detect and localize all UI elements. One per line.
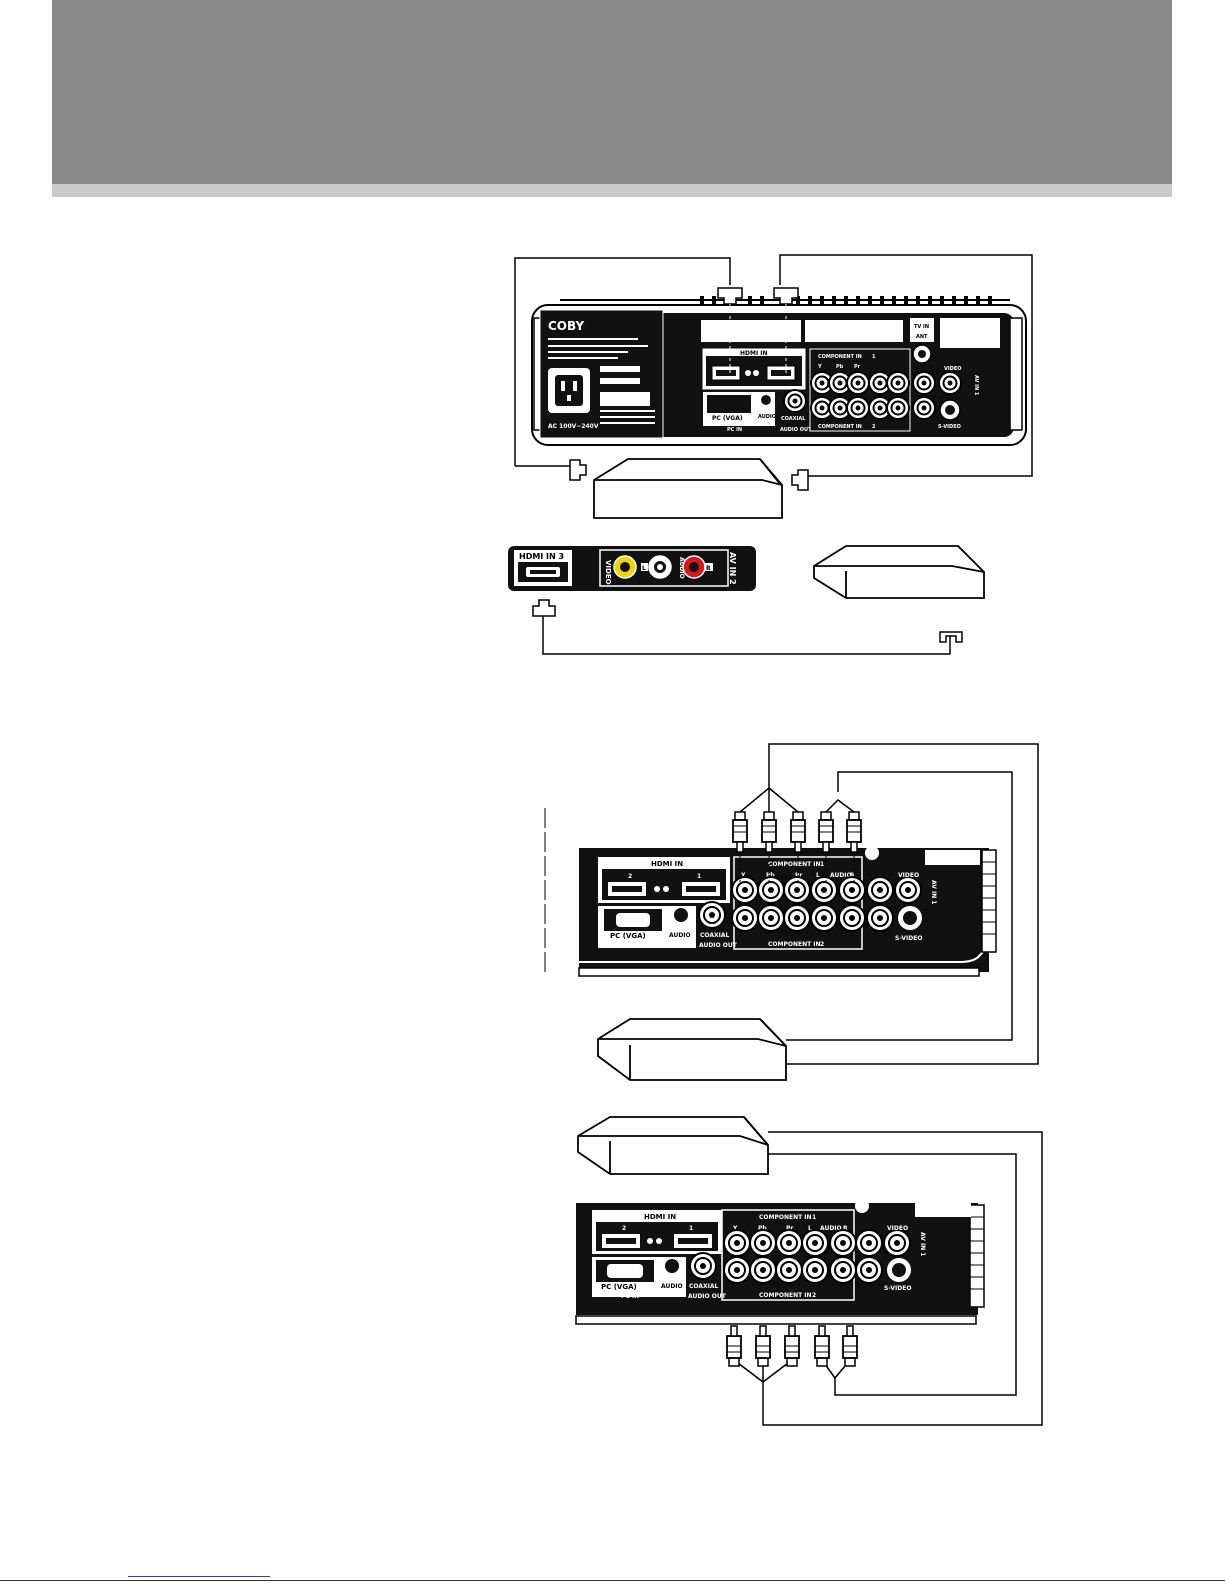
bot-av-in-1-label: AV IN 1 bbox=[919, 1232, 926, 1257]
mid-hdmi-1-label: 1 bbox=[697, 873, 701, 880]
header-strip bbox=[52, 184, 1172, 197]
mid-audio-label: AUDIO bbox=[669, 932, 691, 939]
av-in-2-label: AV IN 2 bbox=[728, 552, 737, 585]
hdmi-in-label: HDMI IN bbox=[740, 350, 768, 357]
bot-hdmi-1-label: 1 bbox=[689, 1225, 693, 1232]
bot-video-label: VIDEO bbox=[887, 1225, 908, 1232]
bot-cable-plugs bbox=[726, 1325, 858, 1367]
mid-hdmi-2-label: 2 bbox=[628, 873, 632, 880]
bot-audio-comp-label: AUDIO bbox=[820, 1225, 842, 1232]
pc-audio-port bbox=[761, 395, 771, 405]
pc-in-label: PC IN bbox=[727, 427, 742, 433]
mid-component-in-1-label: COMPONENT IN bbox=[768, 861, 821, 868]
bot-device bbox=[577, 1116, 769, 1175]
mid-av-in-1-label: AV IN 1 bbox=[930, 880, 937, 905]
mid-video-label: VIDEO bbox=[898, 872, 919, 879]
mid-r-label: R bbox=[850, 872, 855, 879]
bot-component-in-1-num: 1 bbox=[812, 1214, 816, 1221]
bot-pb-label: Pb bbox=[758, 1225, 767, 1232]
bot-pc-audio-port bbox=[665, 1259, 679, 1273]
ac-label: AC 100V~240V bbox=[548, 423, 599, 430]
bot-component-2-jacks bbox=[723, 1256, 857, 1284]
mid-cable-plugs bbox=[732, 811, 862, 882]
top-back-panel: COBY AC 100V~240V TV IN ANT bbox=[531, 296, 1027, 446]
l-label-side: L bbox=[642, 565, 646, 572]
video-label: VIDEO bbox=[944, 366, 962, 372]
mid-pc-audio-port bbox=[674, 908, 688, 922]
mid-device bbox=[597, 1018, 787, 1081]
component-in-2-label: COMPONENT IN bbox=[818, 424, 862, 430]
side-device bbox=[813, 545, 985, 599]
pr-label-1: Pr bbox=[854, 364, 861, 370]
footer-link-underline bbox=[128, 1576, 270, 1577]
bot-r-label: R bbox=[843, 1225, 848, 1232]
tv-in-label: TV IN bbox=[914, 324, 929, 330]
mid-audio-comp-label: AUDIO bbox=[830, 872, 852, 879]
bot-pc-in-label: PC IN bbox=[621, 1293, 639, 1300]
pb-label-1: Pb bbox=[836, 364, 844, 370]
bot-audio-out-label: AUDIO OUT bbox=[688, 1293, 727, 1300]
mid-component-in-1-num: 1 bbox=[820, 861, 824, 868]
bot-audio-label: AUDIO bbox=[661, 1283, 683, 1290]
mid-component-in-2-num: 2 bbox=[820, 941, 824, 948]
bot-s-video-label: S-VIDEO bbox=[884, 1285, 911, 1292]
bot-hdmi-in-label: HDMI IN bbox=[644, 1213, 676, 1221]
top-hdmi-cables bbox=[514, 254, 1033, 477]
component-2-jacks bbox=[810, 396, 910, 420]
side-panel: HDMI IN 3 VIDEO L AUDIO R AV IN 2 bbox=[508, 546, 756, 591]
mid-y-label: Y bbox=[740, 872, 746, 879]
component-in-1-label: COMPONENT IN bbox=[818, 354, 862, 360]
top-hdmi-device bbox=[593, 458, 783, 519]
bot-pc-vga-label: PC (VGA) bbox=[601, 1283, 637, 1291]
mid-component-in-2-label: COMPONENT IN bbox=[768, 941, 821, 948]
component-in-1-num: 1 bbox=[872, 354, 876, 360]
ant-label: ANT bbox=[916, 334, 928, 340]
footer-line bbox=[0, 1580, 1225, 1581]
mid-component-2-jacks bbox=[731, 904, 866, 932]
bot-component-1-jacks bbox=[723, 1229, 857, 1257]
bot-component-in-2-label: COMPONENT IN bbox=[759, 1292, 812, 1299]
coby-brand: COBY bbox=[548, 319, 584, 333]
side-hdmi-cable bbox=[532, 599, 963, 655]
bot-pr-label: Pr bbox=[786, 1225, 793, 1232]
r-label-side: R bbox=[706, 565, 711, 572]
bot-coaxial-label: COAXIAL bbox=[689, 1283, 718, 1290]
mid-l-label: L bbox=[816, 872, 820, 879]
mid-component-cables bbox=[739, 743, 1039, 1065]
bot-hdmi-2-label: 2 bbox=[622, 1225, 626, 1232]
bot-component-in-2-num: 2 bbox=[812, 1292, 816, 1299]
mid-coaxial-label: COAXIAL bbox=[700, 932, 729, 939]
av-in-1-label: AV IN 1 bbox=[973, 375, 979, 396]
mid-pc-in-label: PC IN bbox=[629, 942, 647, 949]
mid-pb-label: Pb bbox=[766, 872, 775, 879]
hdmi-in-3-label: HDMI IN 3 bbox=[519, 552, 564, 561]
coaxial-label: COAXIAL bbox=[781, 416, 806, 422]
mid-pr-label: Pr bbox=[795, 872, 802, 879]
video-label-side: VIDEO bbox=[604, 560, 612, 585]
y-label-1: Y bbox=[817, 364, 822, 370]
bot-component-in-1-label: COMPONENT IN bbox=[759, 1214, 812, 1221]
s-video-label: S-VIDEO bbox=[938, 424, 961, 430]
bot-back-panel: HDMI IN 2 1 PC (VGA) PC IN AUDIO COAXIAL… bbox=[575, 1199, 985, 1325]
mid-audio-out-label: AUDIO OUT bbox=[699, 942, 738, 949]
bot-y-label: Y bbox=[732, 1225, 738, 1232]
mid-hdmi-in-label: HDMI IN bbox=[651, 860, 683, 868]
audio-label-side: AUDIO bbox=[678, 557, 685, 579]
bot-l-label: L bbox=[808, 1225, 812, 1232]
component-in-2-num: 2 bbox=[872, 424, 876, 430]
header-band bbox=[52, 0, 1172, 184]
component-1-jacks bbox=[810, 371, 910, 395]
audio-out-label: AUDIO OUT bbox=[780, 427, 812, 433]
mid-back-panel: HDMI IN 2 1 PC (VGA) PC IN AUDIO COAXIAL… bbox=[544, 808, 997, 977]
pc-audio-label: AUDIO bbox=[758, 414, 776, 420]
mid-pc-vga-label: PC (VGA) bbox=[610, 932, 646, 940]
mid-s-video-label: S-VIDEO bbox=[895, 935, 922, 942]
top-hdmi-plugs bbox=[569, 287, 809, 491]
pc-vga-label: PC (VGA) bbox=[712, 415, 743, 422]
